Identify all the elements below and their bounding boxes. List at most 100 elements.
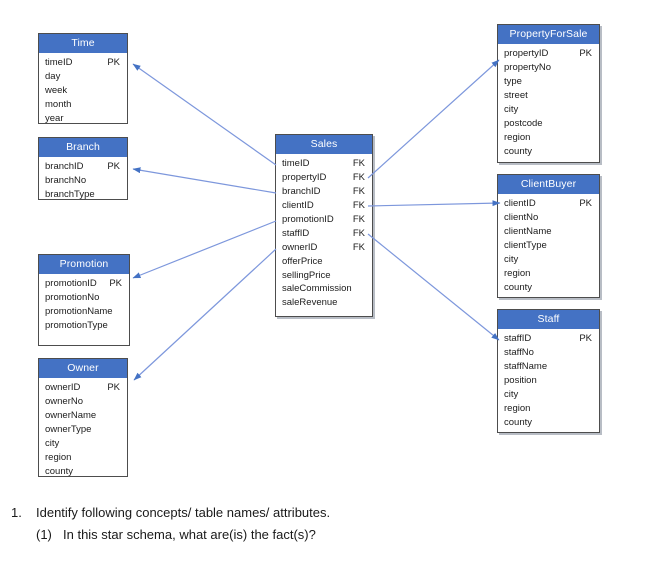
attribute-name: saleRevenue (282, 297, 338, 309)
connector-sales-propertyforsale (367, 59, 500, 179)
attribute-name: clientNo (504, 212, 539, 224)
table-row: ownerNo (45, 395, 120, 409)
attribute-name: promotionID (282, 214, 334, 225)
table-row: city (45, 437, 120, 451)
attribute-name: county (504, 281, 532, 293)
attribute-name: region (45, 451, 72, 463)
attribute-name: propertyID (504, 48, 549, 60)
key-tag: PK (107, 57, 120, 69)
attribute-name: promotionNo (45, 292, 100, 304)
table-row: staffName (504, 360, 592, 374)
attribute-name: county (504, 416, 532, 428)
table-row: city (504, 103, 592, 117)
key-tag: FK (352, 241, 365, 253)
connector-sales-branch (132, 167, 277, 194)
connector-sales-staff (367, 233, 500, 341)
table-row: staffID PK (504, 332, 592, 346)
connector-sales-promotion (132, 220, 277, 279)
attribute-name: staffID (282, 227, 310, 239)
table-row: day (45, 70, 120, 84)
attribute-name: sellingPrice (282, 269, 331, 281)
key-tag: FK (352, 186, 365, 198)
attribute-name: region (504, 267, 531, 279)
table-row: propertyID PK (504, 47, 592, 61)
attribute-name: propertyID (282, 172, 327, 184)
attribute-name: branchID (45, 161, 84, 173)
table-row: branchType (45, 188, 120, 202)
table-row: branchID PK (45, 160, 120, 174)
attribute-name: saleCommission (282, 283, 352, 295)
table-title: Branch (39, 138, 127, 158)
table-row: staffNo (504, 346, 592, 360)
attribute-name: offerPrice (282, 255, 323, 267)
table-row: offerPrice (282, 254, 365, 268)
table-row: ownerType (45, 423, 120, 437)
table-row: clientName (504, 225, 592, 239)
table-row: ownerName (45, 409, 120, 423)
key-tag: PK (579, 48, 592, 60)
attribute-name: propertyNo (504, 62, 551, 74)
table-row: region (504, 401, 592, 415)
question-sub-number: (1) (36, 527, 52, 542)
attribute-name: staffID (504, 333, 532, 345)
attribute-name: county (45, 465, 73, 477)
table-row: promotionNo (45, 291, 122, 305)
connector-sales-clientbuyer (367, 200, 501, 207)
key-tag: FK (352, 214, 365, 225)
attribute-name: staffNo (504, 347, 534, 359)
table-title: PropertyForSale (498, 25, 599, 45)
table-title: Owner (39, 359, 127, 379)
table-row: city (504, 388, 592, 402)
table-row: propertyNo (504, 61, 592, 75)
table-row: position (504, 374, 592, 388)
table-row: year (45, 112, 120, 126)
attribute-name: ownerType (45, 424, 92, 436)
connector-sales-time (132, 63, 277, 166)
attribute-name: staffName (504, 361, 548, 373)
table-title: Time (39, 34, 127, 54)
attribute-name: region (504, 131, 531, 143)
table-row: county (504, 415, 592, 429)
question-line-1: Identify following concepts/ table names… (36, 505, 331, 520)
question-line-2: In this star schema, what are(is) the fa… (63, 527, 316, 542)
table-row: postcode (504, 116, 592, 130)
table-title: ClientBuyer (498, 175, 599, 195)
table-row: promotionID FK (282, 213, 365, 227)
key-tag: PK (107, 382, 120, 394)
attribute-name: clientType (504, 240, 547, 252)
connector-sales-owner (133, 248, 277, 381)
table-row: region (504, 130, 592, 144)
key-tag: FK (352, 158, 365, 170)
table-row: month (45, 98, 120, 112)
key-tag: PK (579, 333, 592, 345)
table-row: street (504, 89, 592, 103)
table-row: saleRevenue (282, 296, 365, 310)
key-tag: PK (107, 161, 120, 173)
table-title: Sales (276, 135, 372, 155)
attribute-name: city (45, 438, 60, 449)
attribute-name: postcode (504, 117, 543, 129)
attribute-name: year (45, 113, 64, 124)
attribute-name: branchType (45, 189, 95, 201)
